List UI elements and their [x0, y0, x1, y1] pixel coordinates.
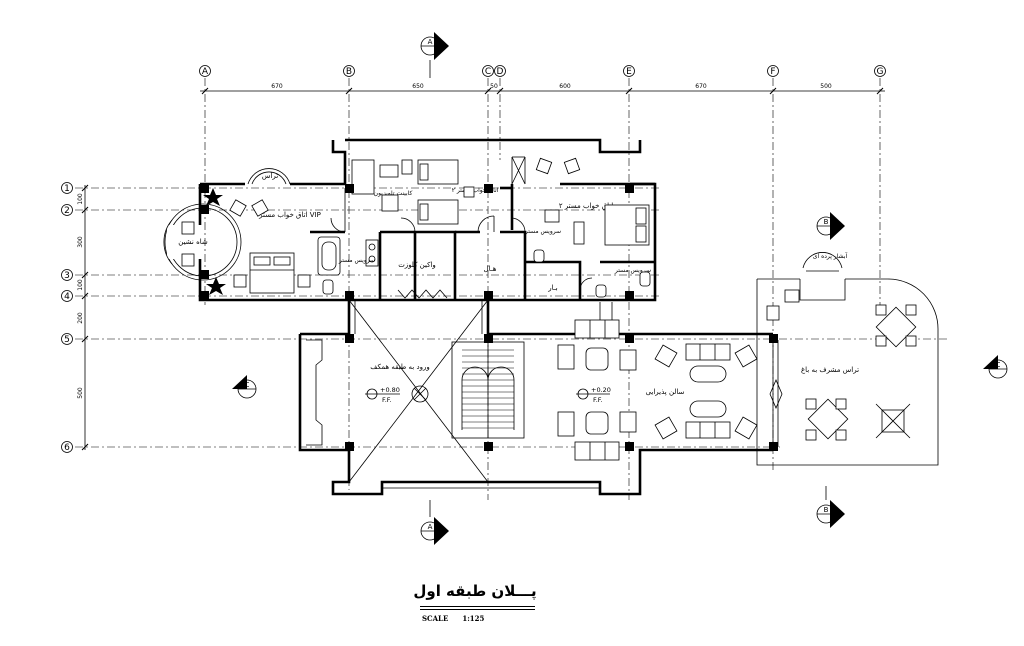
axis-g-label: G: [877, 67, 884, 77]
section-c-right-label: C: [996, 361, 1001, 369]
garden-terrace-label: تراس مشرف به باغ: [801, 366, 859, 374]
level-marker-entrance: +0.80 F.F.: [365, 386, 400, 404]
bedroom2-beds: [351, 159, 475, 225]
dim-e-f: 670: [695, 83, 707, 90]
vip-bathroom: [317, 236, 379, 295]
walkin-closet-shelves: [397, 289, 448, 299]
axis-bubbles-top: A B C D E F G: [199, 65, 886, 77]
dim-a-b: 670: [271, 83, 283, 90]
vip-bedroom-label: اتاق خواب مستر VIP: [258, 211, 321, 219]
garden-furniture: [766, 289, 917, 441]
bedroom2-label: اتاق خواب مستر ۲: [452, 187, 499, 194]
reception-glass-wall: [769, 340, 783, 447]
section-a-top-label: A: [428, 38, 433, 46]
garden-terrace: آبشار پرده ای تراس مشرف به باغ: [756, 251, 939, 466]
axis-e-label: E: [626, 67, 632, 77]
bedroom3-bed: [533, 157, 651, 298]
section-c-left-label: C: [245, 381, 250, 389]
reception-furniture: [557, 319, 758, 461]
section-mark-a-bottom: A: [420, 500, 449, 545]
dimension-line-left: 100 300 100 200 500: [77, 184, 89, 451]
section-mark-c-left: C: [232, 375, 257, 399]
title-underline-thin: [420, 609, 535, 610]
axis-b-label: B: [346, 67, 352, 77]
upper-block-walls: [198, 138, 657, 302]
axis-1-label: 1: [64, 184, 70, 194]
hall-label: هـال: [484, 265, 497, 273]
section-b-top-label: B: [824, 218, 829, 226]
bedroom2b-label: اتاق خواب مستر ۲: [559, 202, 613, 210]
axis-a-label: A: [202, 67, 209, 77]
axis-6-label: 6: [64, 443, 70, 453]
walkin-label: واکین کلوزت: [398, 261, 436, 269]
axis-bubbles-left: 1 2 3 4 5 6: [61, 182, 73, 453]
drawing-title: پـــلان طبقه اول: [413, 582, 537, 600]
dim-2-3: 300: [77, 236, 84, 248]
axis-f-label: F: [770, 67, 775, 77]
section-b-bottom-label: B: [824, 506, 829, 514]
axis-3-label: 3: [64, 271, 70, 281]
vip-armchairs: [181, 199, 269, 267]
axis-c-label: C: [485, 67, 491, 77]
shahneshin-bay: شاه نشین: [163, 203, 242, 281]
section-a-bottom-label: A: [428, 523, 433, 531]
dim-f-g: 500: [820, 83, 832, 90]
axis-2-label: 2: [64, 206, 70, 216]
axis-5-label: 5: [64, 335, 70, 345]
axis-4-label: 4: [64, 292, 70, 302]
stair: [451, 341, 525, 439]
level-reception-value: +0.20: [591, 386, 611, 394]
small-terrace: تراس: [247, 168, 291, 185]
columns: [200, 184, 778, 451]
shahneshin-label: شاه نشین: [178, 238, 208, 246]
dimension-line-top: 670 650 50 600 670 500: [200, 83, 885, 95]
title-underline: [420, 606, 535, 607]
small-terrace-label: تراس: [262, 172, 278, 180]
axis-d-label: D: [497, 67, 504, 77]
scale-label: SCALE: [422, 614, 449, 623]
plant-icons: [203, 188, 226, 295]
level-entrance-value: +0.80: [380, 386, 400, 394]
section-mark-b-bottom: B: [816, 486, 845, 528]
dim-d-e: 600: [559, 83, 571, 90]
vip-bed: [233, 252, 311, 294]
scale-value: 1:125: [462, 614, 485, 623]
entrance-label: ورود به طبقه همکف: [370, 363, 429, 371]
scale-note: SCALE 1:125: [422, 614, 498, 623]
dim-1-2: 100: [77, 193, 84, 205]
entrance-void-cross: [348, 299, 489, 483]
dim-b-c: 650: [412, 83, 424, 90]
wc-master2-label: سرویس مستر: [524, 228, 561, 235]
bar-label: بـار: [547, 284, 558, 292]
waterfall-label: آبشار پرده ای: [813, 251, 848, 260]
dim-5-6: 500: [77, 387, 84, 399]
dim-3-4: 100: [77, 279, 84, 291]
wc-master1-label: سرویس مستر: [338, 257, 375, 264]
dim-4-5: 200: [77, 312, 84, 324]
reception-label: سالن پذیرایی: [646, 388, 685, 396]
section-mark-b-top: B: [816, 212, 845, 240]
tv-cabinet-label: کابینت تلویزیون: [374, 190, 413, 197]
door-swings: [330, 215, 593, 291]
section-mark-c-right: C: [983, 355, 1008, 379]
level-entrance-unit: F.F.: [382, 396, 392, 404]
dim-c-d: 50: [490, 83, 498, 90]
level-marker-reception: +0.20 F.F.: [576, 386, 611, 404]
wc-master3-label: سرویس مستر: [614, 267, 651, 274]
plant-icon: [203, 188, 223, 206]
section-mark-a-top: A: [420, 32, 449, 78]
level-reception-unit: F.F.: [593, 396, 603, 404]
plant-icon: [206, 277, 226, 295]
